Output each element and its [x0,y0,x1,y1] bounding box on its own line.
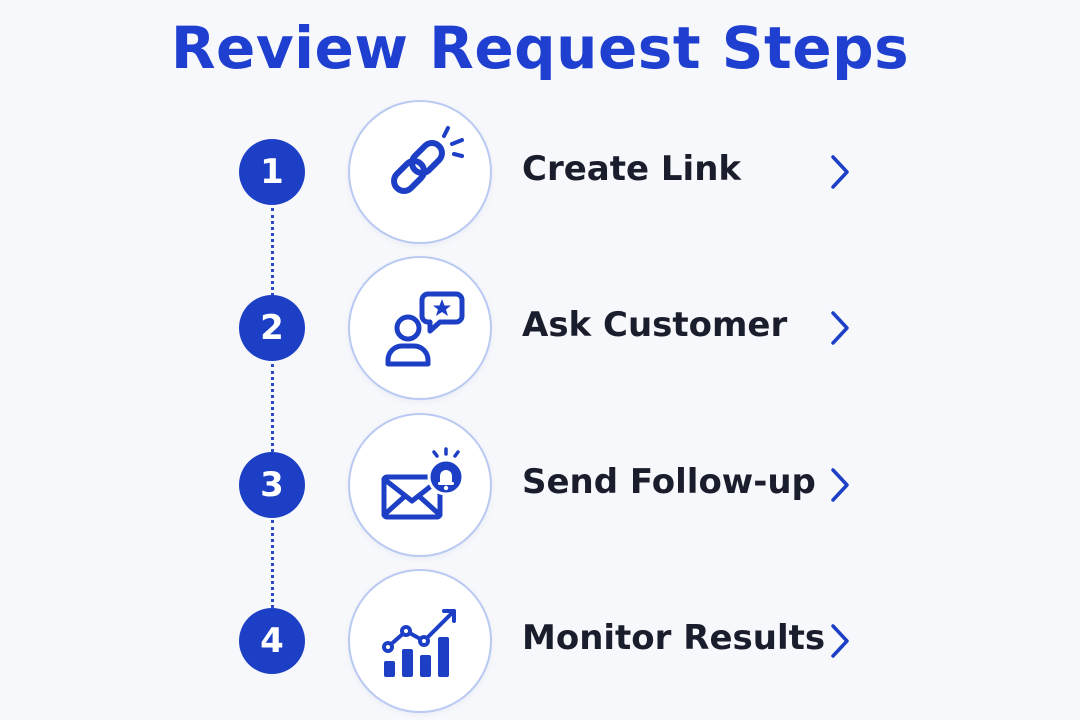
step-ask-customer[interactable]: 2 Ask Customer [0,253,1080,403]
step-number: 1 [239,139,305,205]
step-number: 2 [239,295,305,361]
step-number: 3 [239,452,305,518]
step-label: Create Link [522,149,742,189]
step-label: Ask Customer [522,305,788,345]
chevron-right-icon[interactable] [822,309,856,347]
chevron-right-icon[interactable] [822,153,856,191]
step-label: Send Follow-up [522,462,816,502]
step-icon-circle [348,413,492,557]
link-icon [391,126,464,194]
step-icon-circle [348,569,492,713]
step-icon-circle [348,256,492,400]
step-icon-circle [348,100,492,244]
step-connector [271,208,274,308]
chevron-right-icon[interactable] [822,466,856,504]
step-send-follow-up[interactable]: 3 Send Follow-up [0,410,1080,560]
growth-chart-icon [382,609,456,677]
step-monitor-results[interactable]: 4 Monitor Results [0,566,1080,716]
customer-review-icon [385,291,465,367]
step-create-link[interactable]: 1 Create Link [0,97,1080,247]
step-connector [271,364,274,464]
step-connector [271,520,274,620]
step-label: Monitor Results [522,618,826,658]
envelope-bell-icon [381,447,465,520]
chevron-right-icon[interactable] [822,622,856,660]
step-number: 4 [239,608,305,674]
page-title: Review Request Steps [170,14,910,82]
